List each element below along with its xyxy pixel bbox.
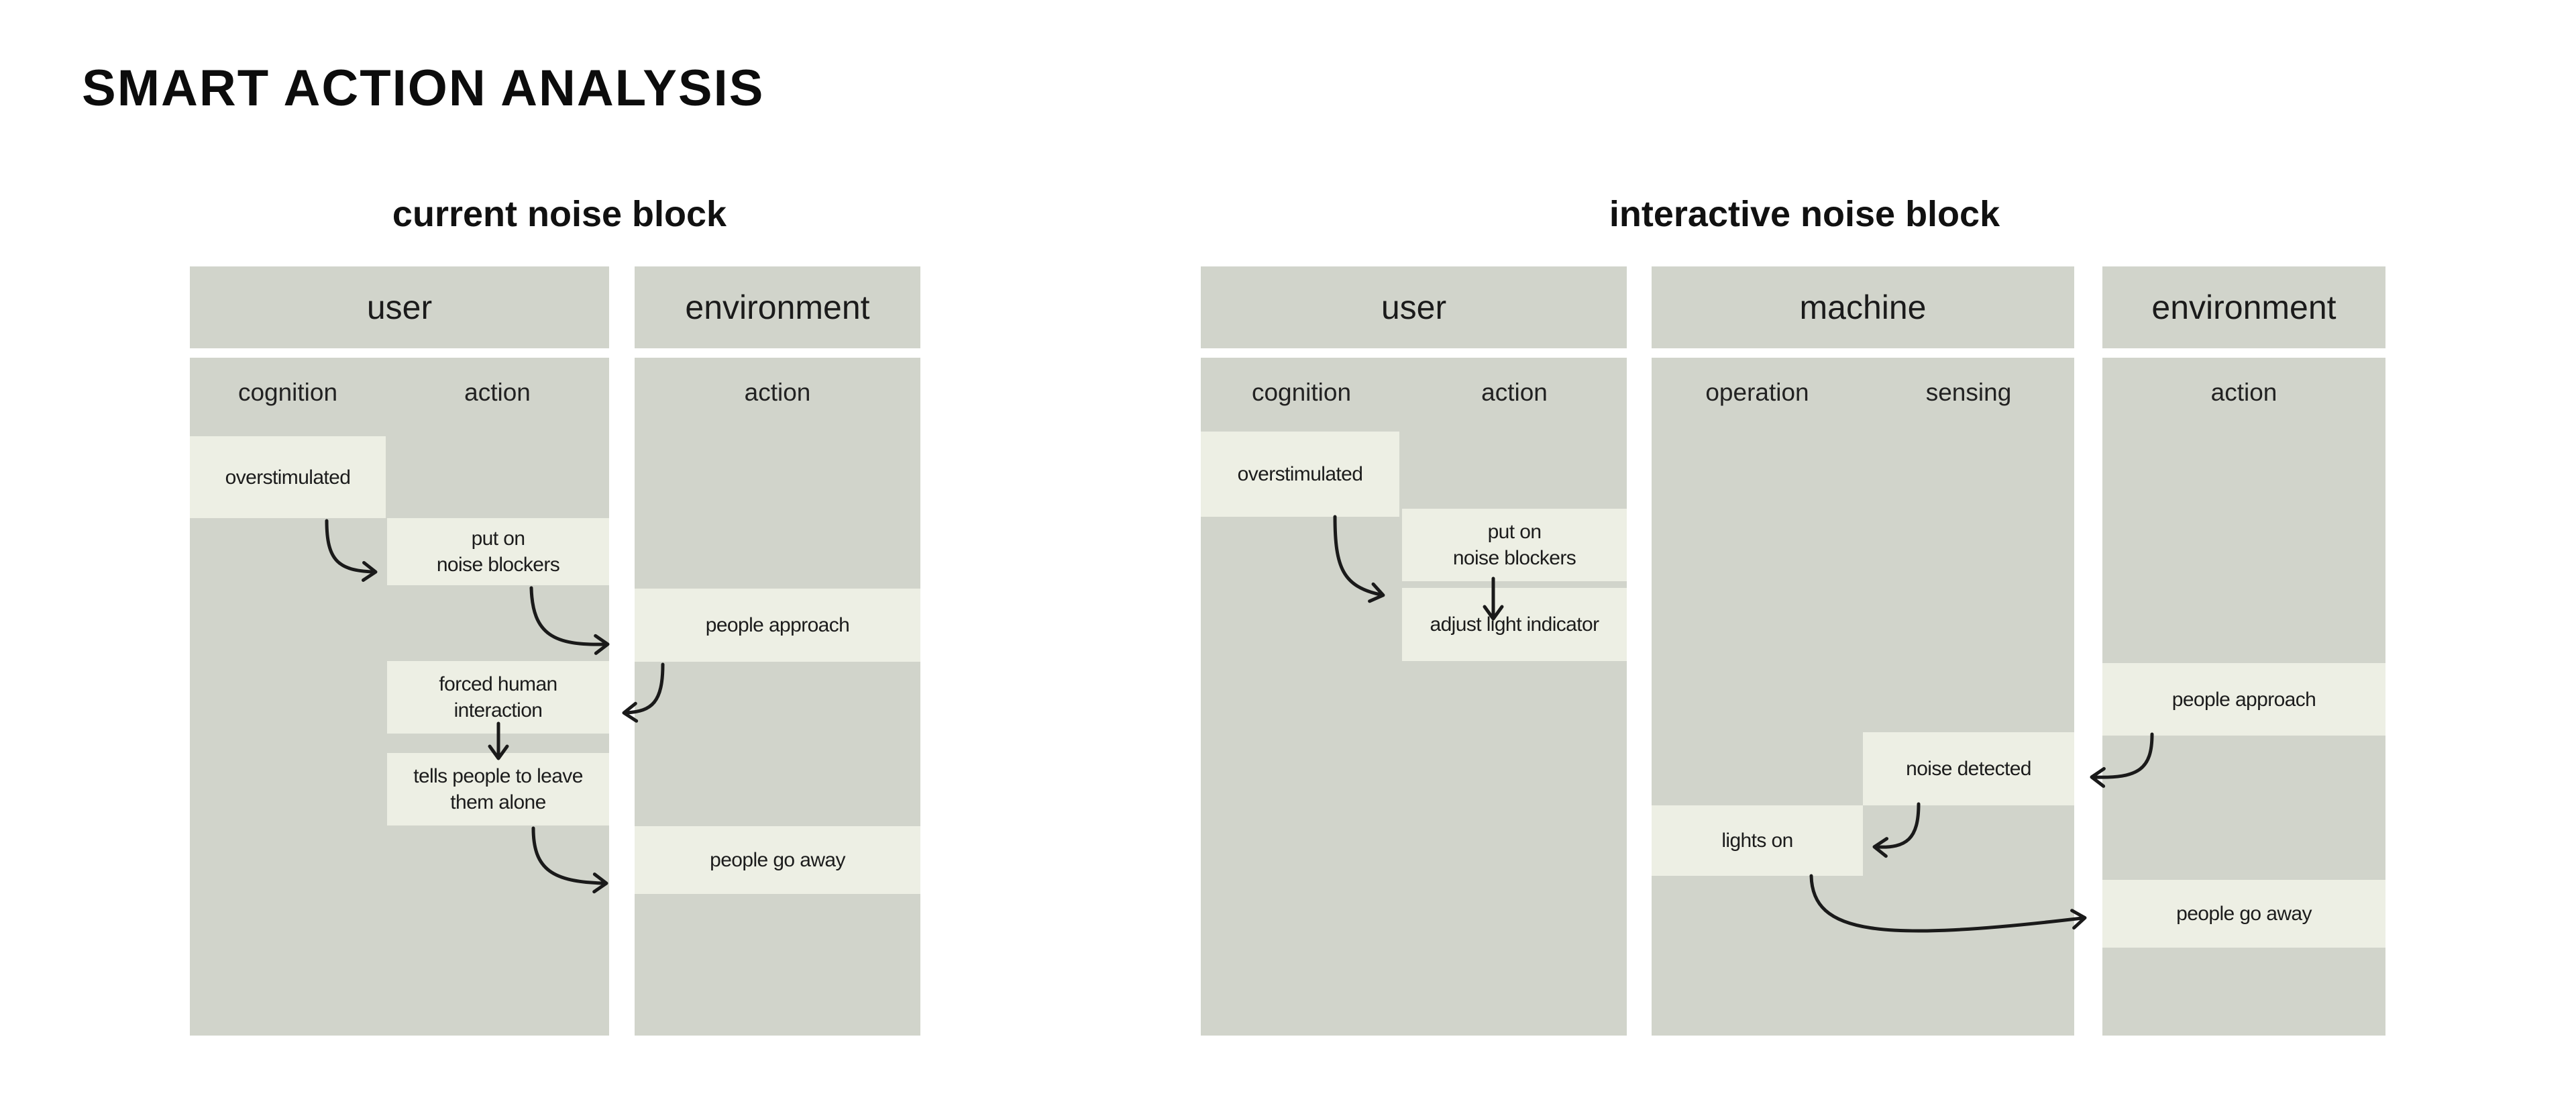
column-body-environment-left [635,358,920,1036]
lane-label-action-environment-right: action [2210,379,2277,406]
node-people-approach-left: people approach [635,589,920,662]
subtitle-current-noise-block: current noise block [392,194,727,234]
node-tells-people-to-leave: tells people to leave them alone [387,753,609,825]
node-put-on-noise-blockers-left: put on noise blockers [387,518,609,585]
node-overstimulated-right: overstimulated [1201,432,1399,517]
lane-label-sensing: sensing [1925,379,2012,406]
node-put-on-noise-blockers-right: put on noise blockers [1402,509,1627,581]
column-header-user-right: user [1201,266,1627,348]
node-people-approach-right: people approach [2102,663,2385,736]
page-title: SMART ACTION ANALYSIS [82,60,765,117]
lane-label-operation: operation [1705,379,1809,406]
lane-label-action-environment-left: action [744,379,811,406]
node-overstimulated-left: overstimulated [190,436,386,518]
node-forced-human-interaction: forced human interaction [387,661,609,734]
node-people-go-away-left: people go away [635,826,920,894]
node-lights-on: lights on [1652,805,1863,876]
lane-label-action-user-left: action [464,379,531,406]
lane-label-action-user-right: action [1481,379,1548,406]
column-header-user-left: user [190,266,609,348]
node-adjust-light-indicator: adjust light indicator [1402,588,1627,661]
lane-label-cognition-left: cognition [237,379,338,406]
lane-label-cognition-right: cognition [1251,379,1352,406]
column-header-environment-left: environment [635,266,920,348]
node-noise-detected: noise detected [1863,732,2074,805]
subtitle-interactive-noise-block: interactive noise block [1609,194,2000,234]
column-header-machine: machine [1652,266,2074,348]
column-header-environment-right: environment [2102,266,2385,348]
column-body-machine [1652,358,2074,1036]
node-people-go-away-right: people go away [2102,880,2385,948]
